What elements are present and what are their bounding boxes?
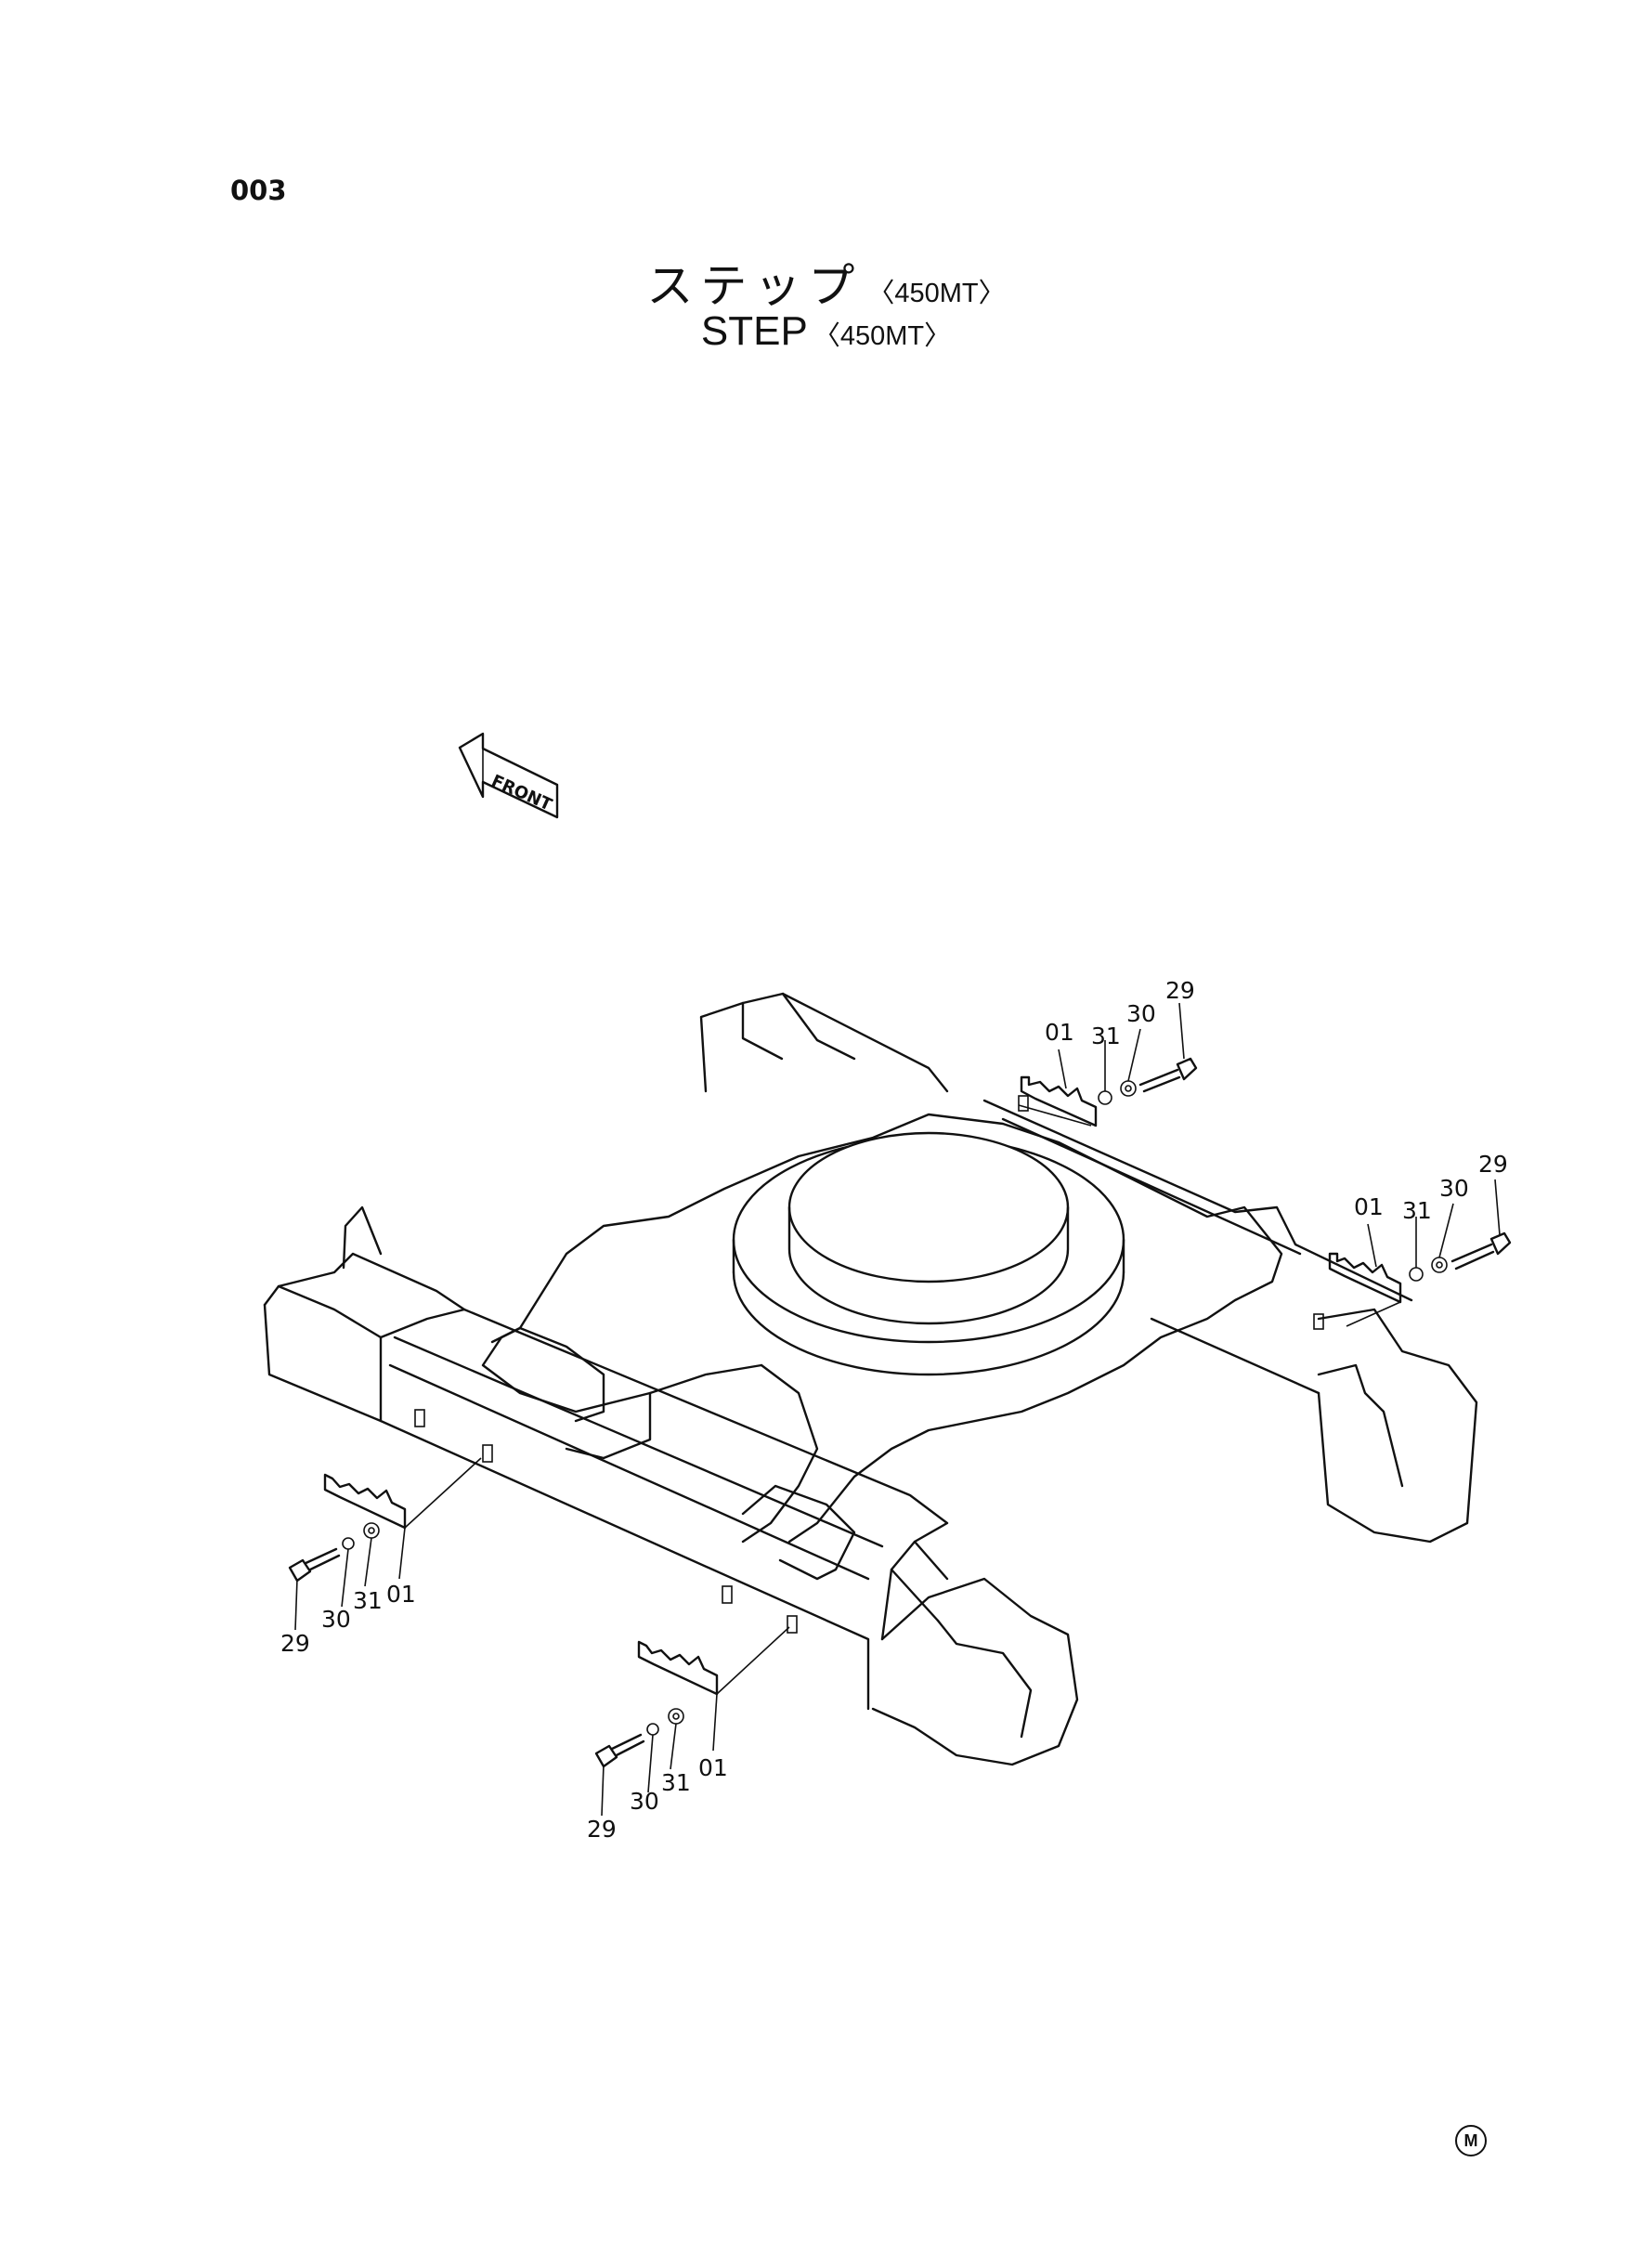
page-number: 003 — [230, 175, 287, 206]
label-30: 30 — [630, 1788, 659, 1815]
step-bracket-group-2: 01 31 30 29 — [1328, 1151, 1512, 1327]
label-31: 31 — [1091, 1023, 1121, 1049]
label-29: 29 — [587, 1816, 617, 1843]
step-bracket-group-1: 01 31 30 29 — [1018, 977, 1198, 1127]
title-english: STEP〈450MT〉 — [0, 308, 1652, 355]
front-arrow-icon: FRONT — [458, 732, 559, 819]
label-31: 31 — [661, 1769, 691, 1796]
label-31: 31 — [353, 1587, 383, 1614]
track-frame-drawing — [263, 992, 1478, 1766]
label-31: 31 — [1402, 1197, 1432, 1224]
label-30: 30 — [321, 1606, 351, 1633]
label-29: 29 — [280, 1630, 310, 1657]
label-01: 01 — [1354, 1193, 1384, 1220]
label-30: 30 — [1126, 1000, 1156, 1027]
title-en-text: STEP — [700, 308, 808, 354]
label-01: 01 — [698, 1754, 728, 1781]
label-30: 30 — [1439, 1175, 1469, 1202]
title-jp-model: 〈450MT〉 — [867, 279, 1006, 308]
step-bracket-group-3: 01 31 30 29 — [280, 1457, 482, 1657]
title-japanese: ステップ〈450MT〉 — [0, 249, 1652, 316]
label-01: 01 — [1045, 1019, 1074, 1046]
manufacturer-mark-icon: M — [1455, 2125, 1487, 2156]
title-en-model: 〈450MT〉 — [813, 321, 952, 351]
step-bracket-group-4: 01 31 30 29 — [587, 1626, 790, 1843]
label-29: 29 — [1478, 1151, 1508, 1178]
label-29: 29 — [1165, 977, 1195, 1004]
title-jp-text: ステップ — [646, 260, 863, 312]
label-01: 01 — [386, 1581, 416, 1608]
